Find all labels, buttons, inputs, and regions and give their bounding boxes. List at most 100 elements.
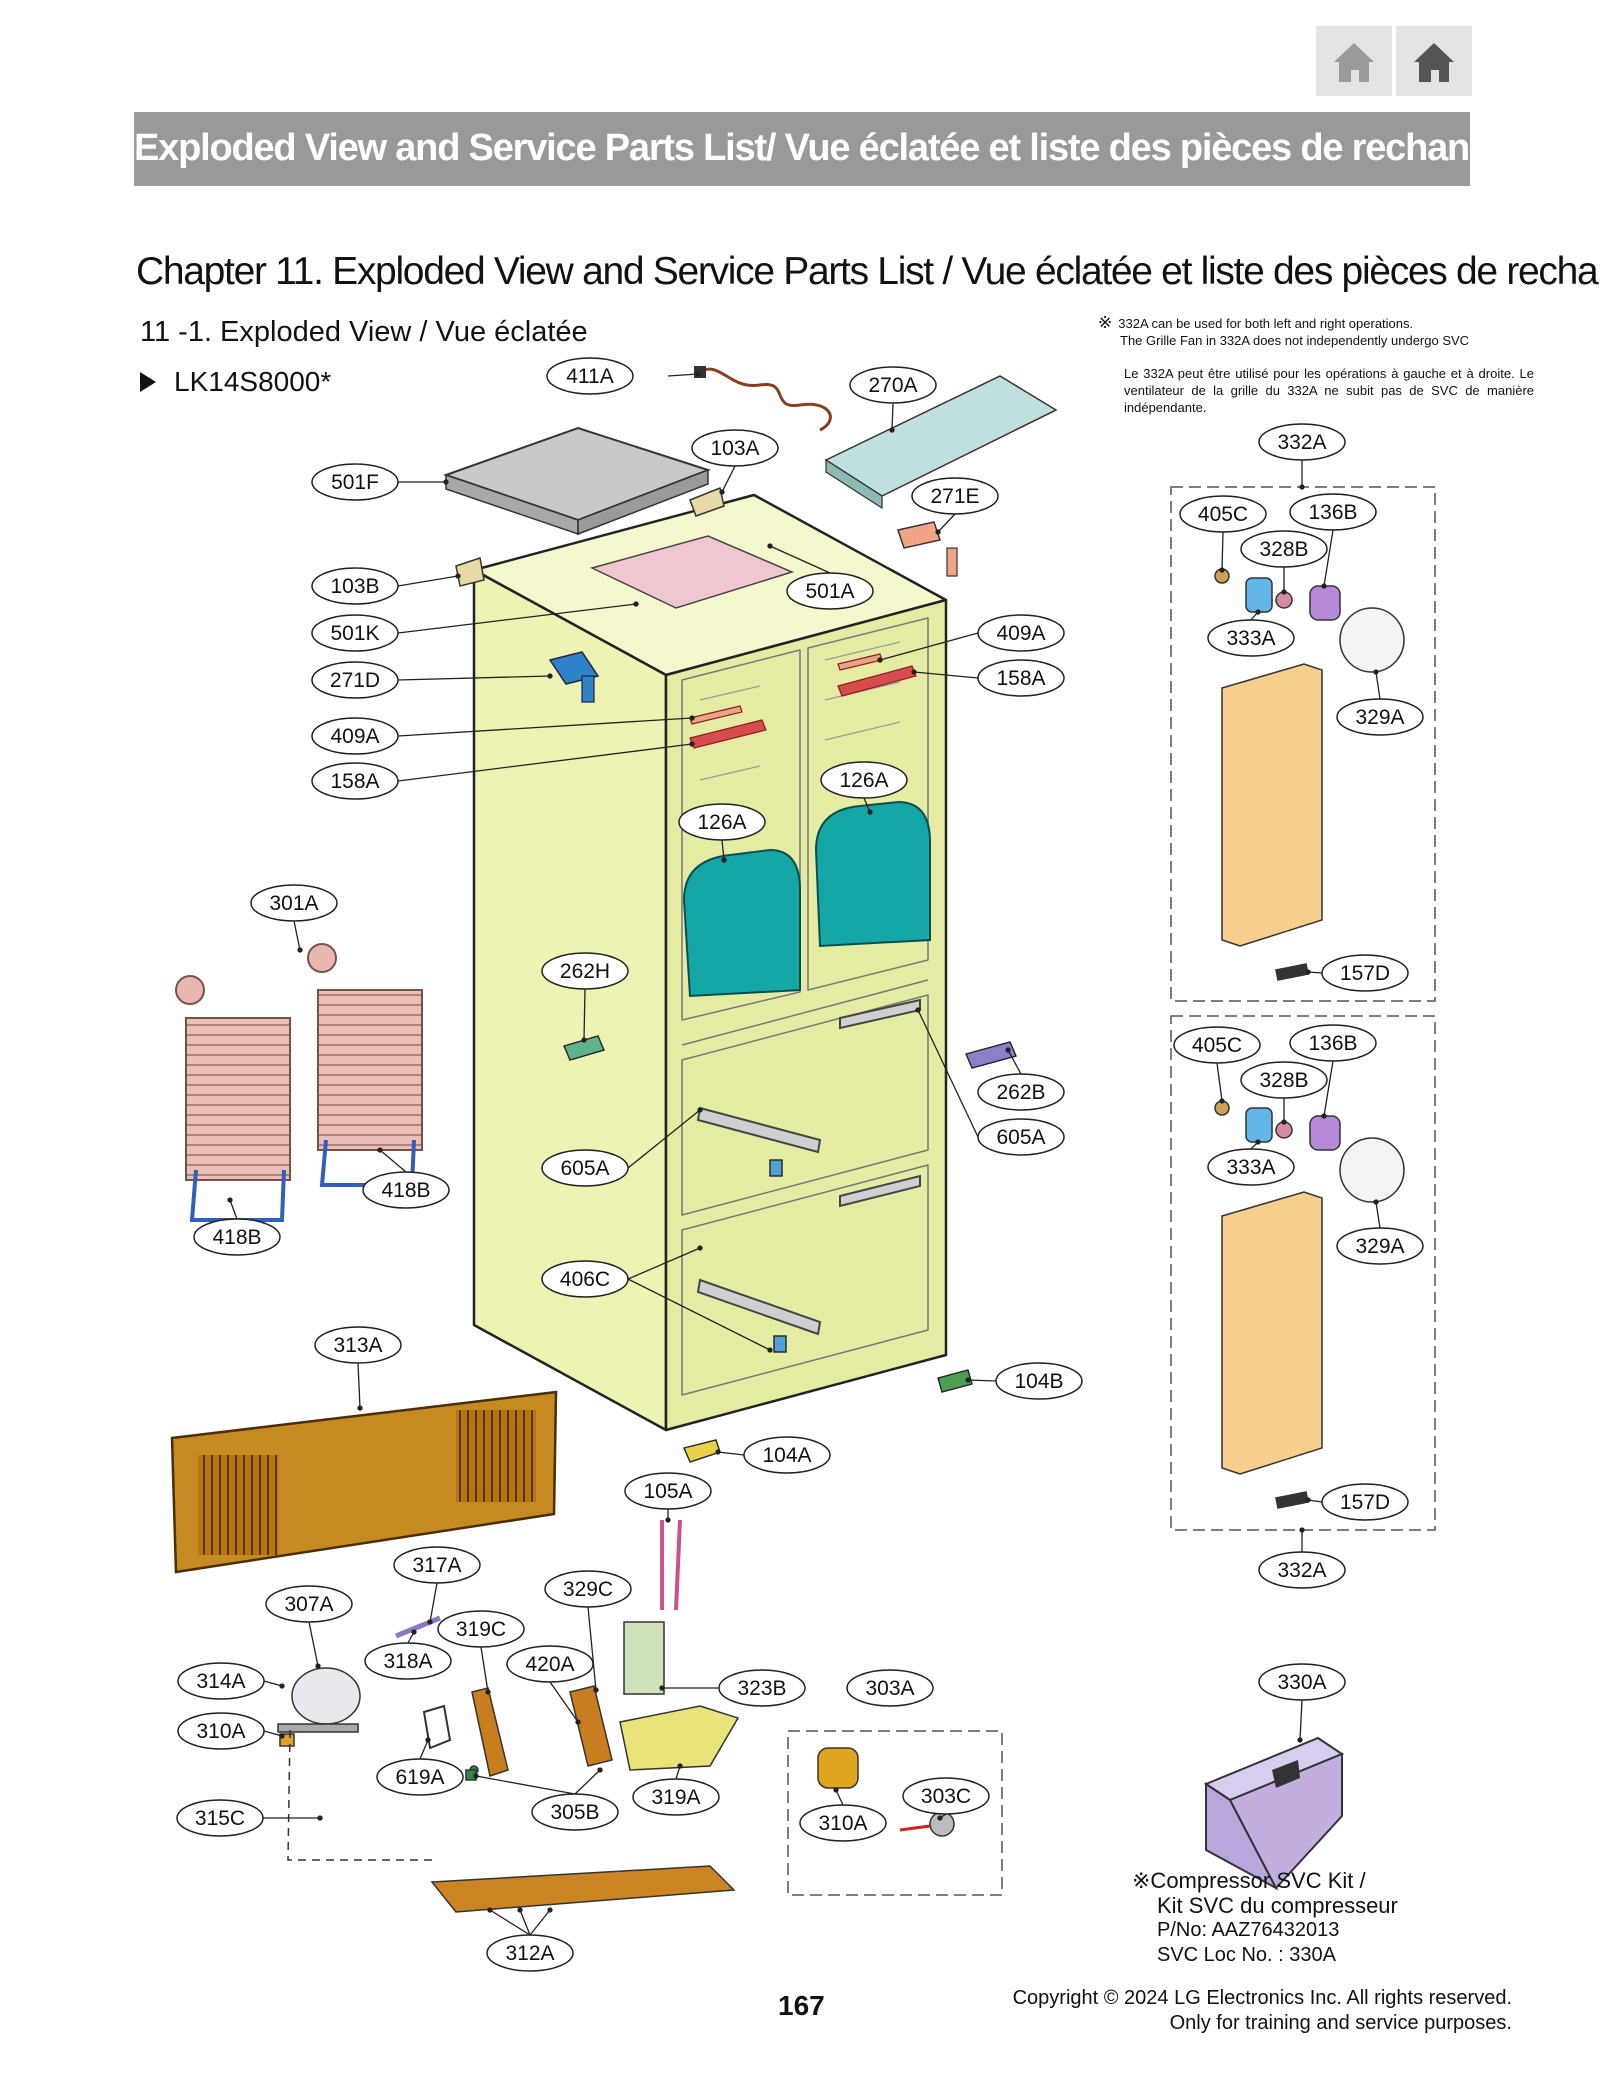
label-ellipse: [1207, 1148, 1295, 1186]
home-icon[interactable]: [1316, 26, 1392, 96]
label-text: 158A: [996, 667, 1045, 690]
section-title: 11 -1. Exploded View / Vue éclatée: [140, 316, 588, 348]
leader-line: [917, 1009, 979, 1138]
leader-line: [574, 1769, 601, 1795]
label-text: 318A: [383, 1650, 432, 1673]
label-ellipse: [1289, 1024, 1377, 1062]
label-text: 271E: [930, 485, 979, 508]
label-ellipse: [531, 1793, 619, 1831]
label-text: 315C: [195, 1807, 245, 1830]
leader-line: [913, 671, 979, 679]
compressor-kit-330a: [1203, 1736, 1345, 1891]
note-en-line1: 332A can be used for both left and right…: [1118, 316, 1414, 331]
label-ellipse: [546, 357, 634, 395]
leader-line: [397, 743, 693, 782]
drawer-rails: [696, 998, 921, 1336]
leader-lines: [227, 371, 1381, 1936]
leader-dot: [767, 1347, 773, 1353]
leader-dot: [965, 1377, 971, 1383]
top-cover-501f: [442, 426, 711, 536]
label-ellipse: [1258, 1663, 1346, 1701]
label-text: 313A: [333, 1334, 382, 1357]
part-label-p103A_top: 103A: [691, 429, 779, 467]
part-501a-pink: [589, 535, 795, 609]
part-label-p619A: 619A: [376, 1758, 464, 1796]
machine-cover-313a: [170, 1390, 558, 1574]
kit-line2: Kit SVC du compresseur: [1157, 1893, 1398, 1918]
label-ellipse: [193, 1218, 281, 1256]
part-label-p270A: 270A: [849, 366, 937, 404]
label-ellipse: [311, 661, 399, 699]
leader-dot: [411, 1629, 417, 1635]
leader-line: [1323, 1060, 1334, 1117]
copyright-line2: Only for training and service purposes.: [1169, 2012, 1512, 2034]
leader-dot: [935, 529, 941, 535]
part-label-p310A_box: 310A: [799, 1804, 887, 1842]
label-text: 405C: [1192, 1034, 1242, 1057]
label-text: 319C: [456, 1618, 506, 1641]
part-label-p126A_left: 126A: [678, 803, 766, 841]
label-text: 305B: [550, 1801, 599, 1824]
copyright: Copyright © 2024 LG Electronics Inc. All…: [1013, 1986, 1512, 2036]
label-text: 501F: [331, 471, 379, 494]
label-text: 136B: [1308, 1032, 1357, 1055]
leader-line: [879, 632, 979, 661]
label-ellipse: [977, 659, 1065, 697]
label-text: 317A: [412, 1554, 461, 1577]
leader-line: [519, 1909, 531, 1936]
crisper-drawers-126a: [682, 800, 931, 998]
model-number: LK14S8000*: [174, 366, 332, 397]
part-label-p501A: 501A: [786, 572, 874, 610]
part-label-p409A_left: 409A: [311, 717, 399, 755]
kit-line1: ※Compressor SVC Kit /: [1132, 1868, 1366, 1893]
red-rails-158a: [689, 653, 917, 749]
part-label-p314A: 314A: [177, 1662, 265, 1700]
leader-line: [293, 920, 301, 951]
leader-dot: [279, 1683, 285, 1689]
leader-line: [1221, 531, 1224, 571]
label-ellipse: [544, 1570, 632, 1608]
label-ellipse: [678, 803, 766, 841]
part-label-p271E: 271E: [911, 477, 999, 515]
label-ellipse: [902, 1777, 990, 1815]
leader-line: [769, 545, 831, 574]
part-label-p329A_2: 329A: [1336, 1227, 1424, 1265]
leader-line: [937, 513, 956, 533]
leader-dot: [593, 1687, 599, 1693]
part-label-p136B_2: 136B: [1289, 1024, 1377, 1062]
label-text: 105A: [643, 1480, 692, 1503]
part-label-p333A_2: 333A: [1207, 1148, 1295, 1186]
leader-dot: [581, 1037, 587, 1043]
label-ellipse: [1321, 954, 1409, 992]
leader-dot: [767, 543, 773, 549]
label-text: 103A: [710, 437, 759, 460]
leader-line: [419, 1739, 429, 1760]
leader-dot: [487, 1907, 493, 1913]
label-ellipse: [541, 1149, 629, 1187]
label-ellipse: [541, 952, 629, 990]
leader-line: [721, 465, 736, 493]
home-icon[interactable]: [1396, 26, 1472, 96]
part-label-p126A_right: 126A: [820, 761, 908, 799]
leader-line: [667, 373, 699, 377]
label-text: 411A: [566, 365, 614, 388]
label-text: 418B: [381, 1179, 430, 1202]
leader-line: [397, 575, 459, 587]
part-label-p103B: 103B: [311, 567, 399, 605]
label-text: 262H: [560, 960, 610, 983]
label-ellipse: [1321, 1483, 1409, 1521]
leader-line: [1323, 529, 1334, 587]
label-text: 303C: [921, 1785, 971, 1808]
leader-line: [429, 1582, 438, 1623]
label-ellipse: [177, 1662, 265, 1700]
label-text: 158A: [330, 770, 379, 793]
leader-dot: [1005, 1047, 1011, 1053]
leader-dot: [1299, 484, 1305, 490]
kit-pn: P/No: AAZ76432013: [1157, 1919, 1340, 1941]
part-label-p307A: 307A: [265, 1585, 353, 1623]
label-ellipse: [176, 1799, 264, 1837]
leader-dot: [1219, 567, 1225, 573]
part-label-p411A: 411A: [546, 357, 634, 395]
label-ellipse: [506, 1645, 594, 1683]
leader-line: [1375, 1201, 1381, 1229]
